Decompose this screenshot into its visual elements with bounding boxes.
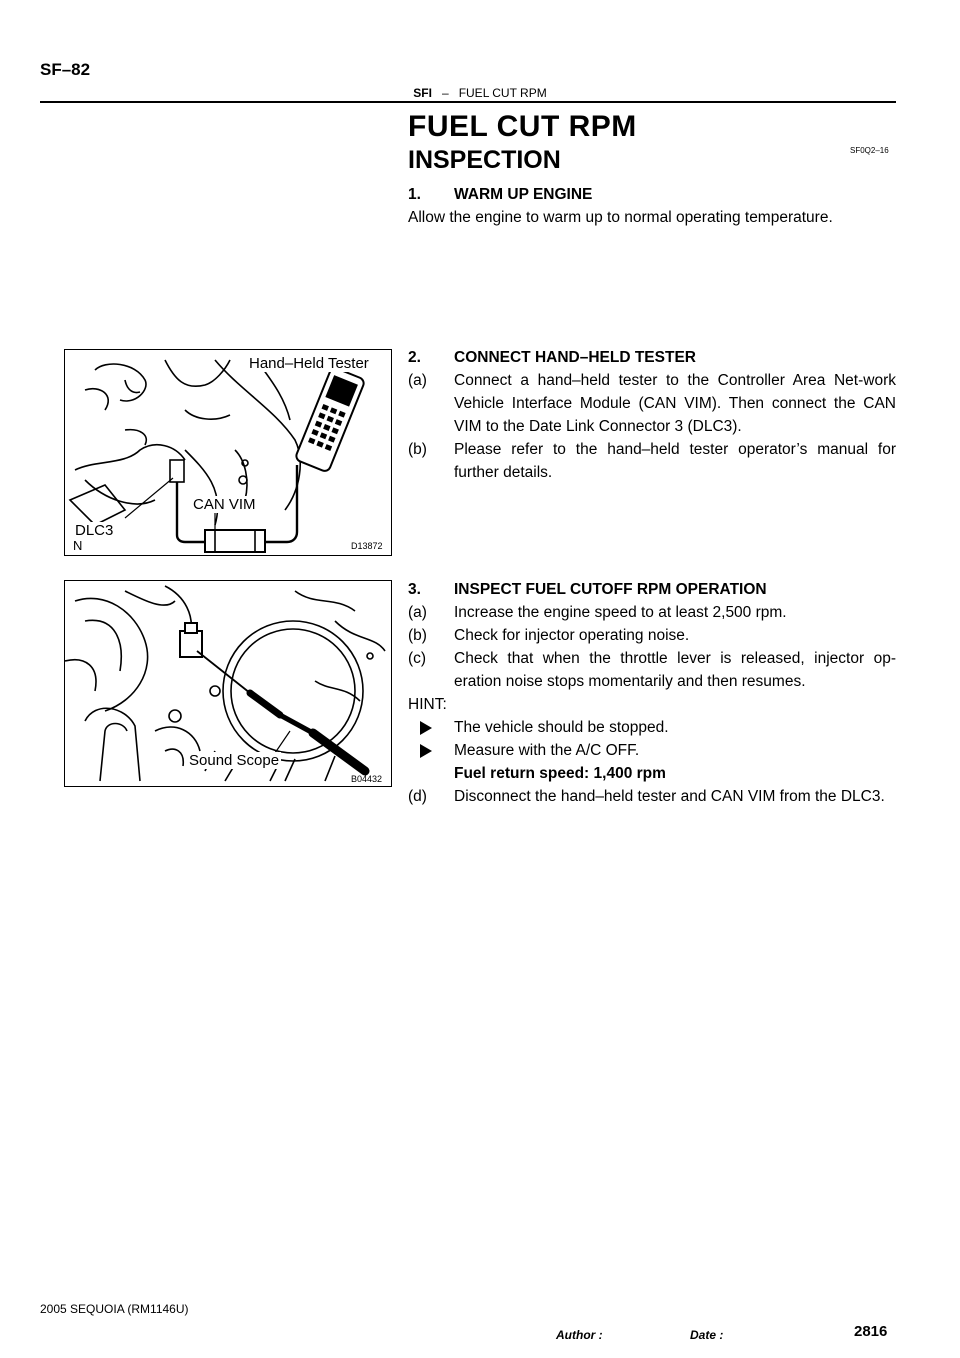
item-text: Check that when the throttle lever is re… [454,650,896,690]
footer-model: 2005 SEQUOIA (RM1146U) [40,1302,189,1316]
item-label: (b) [408,441,427,458]
step-3-title: INSPECT FUEL CUTOFF RPM OPERATION [454,581,767,598]
item-text: Connect a hand–held tester to the Contro… [454,372,896,435]
footer-date-label: Date : [690,1328,724,1342]
step-3-item-d: (d) Disconnect the hand–held tester and … [408,785,896,808]
figure-tester-connection: Hand–Held Tester CAN VIM DLC3 N D13872 [64,349,392,556]
item-label: (c) [408,650,427,667]
label-n: N [71,538,85,553]
figure-sound-scope: Sound Scope B04432 [64,580,392,787]
arrow-bullet-icon [420,721,432,735]
reference-code: SF0Q2–16 [850,146,889,155]
step-1-number: 1. [408,186,421,203]
step-1-text: Allow the engine to warm up to normal op… [408,209,833,226]
arrow-bullet-icon [420,744,432,758]
hint-1: The vehicle should be stopped. [408,716,896,739]
page-title: FUEL CUT RPM [408,110,637,143]
step-2-item-b: (b) Please refer to the hand–held tester… [408,438,896,484]
step-2: 2. CONNECT HAND–HELD TESTER (a) Connect a… [408,346,896,484]
spec-value: Fuel return speed: 1,400 rpm [454,765,666,782]
step-2-title: CONNECT HAND–HELD TESTER [454,349,696,366]
running-header: SFI – FUEL CUT RPM [0,86,960,100]
item-label: (b) [408,627,427,644]
footer-page-number: 2816 [854,1323,888,1340]
item-text: Please refer to the hand–held tester ope… [454,441,896,481]
figure-1-code: D13872 [351,541,383,551]
section-name: SFI [413,86,432,100]
step-3-item-c: (c) Check that when the throttle lever i… [408,647,896,693]
step-1-heading: 1. WARM UP ENGINE [408,183,896,206]
label-dlc3: DLC3 [73,522,116,539]
label-can-vim: CAN VIM [191,496,258,513]
step-1: 1. WARM UP ENGINE Allow the engine to war… [408,183,896,229]
hint-label: HINT: [408,696,447,713]
figure-2-code: B04432 [351,774,383,784]
label-sound-scope: Sound Scope [187,752,282,769]
label-hand-held-tester: Hand–Held Tester [247,355,371,372]
item-text: Check for injector operating noise. [454,627,690,644]
header-rule [40,101,896,103]
step-3-item-b: (b) Check for injector operating noise. [408,624,896,647]
hint-text: Measure with the A/C OFF. [454,742,640,759]
header-dash: – [441,86,449,100]
item-label: (d) [408,788,427,805]
item-label: (a) [408,604,427,621]
step-3-heading: 3. INSPECT FUEL CUTOFF RPM OPERATION [408,578,896,601]
step-2-number: 2. [408,349,421,366]
step-2-heading: 2. CONNECT HAND–HELD TESTER [408,346,896,369]
section-title: FUEL CUT RPM [458,86,547,100]
step-1-title: WARM UP ENGINE [454,186,593,203]
sound-scope-illustration [65,585,386,782]
tester-illustration [68,359,365,553]
item-text: Disconnect the hand–held tester and CAN … [454,788,885,805]
item-label: (a) [408,372,427,389]
page-code: SF–82 [40,60,91,79]
step-3-number: 3. [408,581,421,598]
page-subtitle: INSPECTION [408,146,561,174]
item-text: Increase the engine speed to at least 2,… [454,604,787,621]
hint-2: Measure with the A/C OFF. [408,739,896,762]
step-3: 3. INSPECT FUEL CUTOFF RPM OPERATION (a) … [408,578,896,808]
footer-author-label: Author : [556,1328,603,1342]
hint-text: The vehicle should be stopped. [454,719,669,736]
step-2-item-a: (a) Connect a hand–held tester to the Co… [408,369,896,438]
step-3-item-a: (a) Increase the engine speed to at leas… [408,601,896,624]
